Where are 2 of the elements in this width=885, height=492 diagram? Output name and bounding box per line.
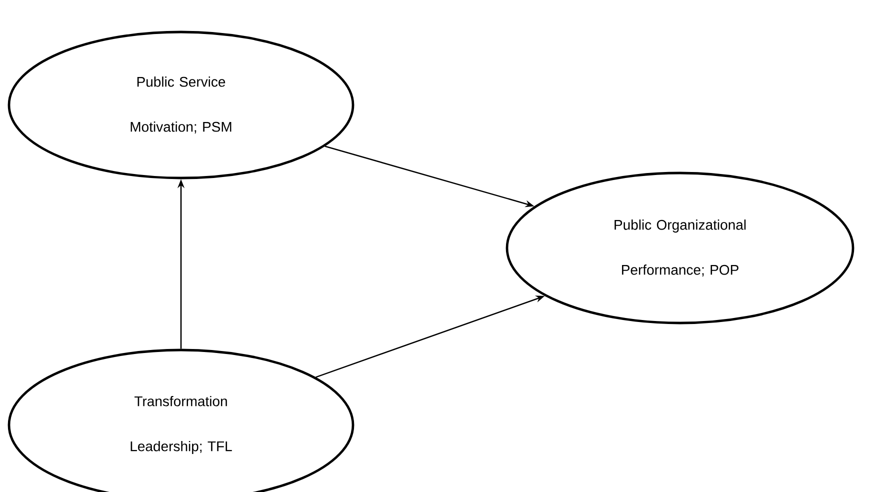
ellipse-node: Public Service Motivation; PSM	[8, 30, 354, 180]
ellipse-node: Public Organizational Performance; POP	[506, 172, 854, 324]
